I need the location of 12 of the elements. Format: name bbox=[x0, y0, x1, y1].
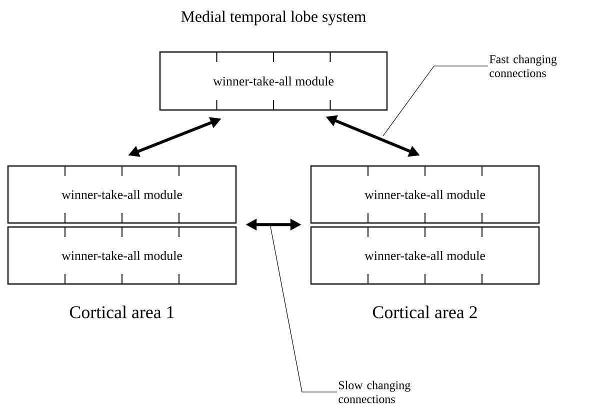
leader-line bbox=[270, 224, 338, 392]
area-label: Medial temporal lobe system bbox=[181, 10, 366, 26]
module-box: winner-take-all module bbox=[7, 226, 237, 285]
module-box: winner-take-all module bbox=[310, 165, 540, 224]
module-box: winner-take-all module bbox=[7, 165, 237, 224]
module-box: winner-take-all module bbox=[159, 51, 388, 111]
callout-text: Slow changing connections bbox=[338, 380, 410, 404]
area-label: Cortical area 2 bbox=[372, 306, 477, 318]
callout-text: Fast changing connections bbox=[490, 54, 557, 78]
area-label: Cortical area 1 bbox=[70, 306, 174, 318]
leader-line bbox=[382, 66, 488, 136]
module-box: winner-take-all module bbox=[310, 226, 540, 285]
